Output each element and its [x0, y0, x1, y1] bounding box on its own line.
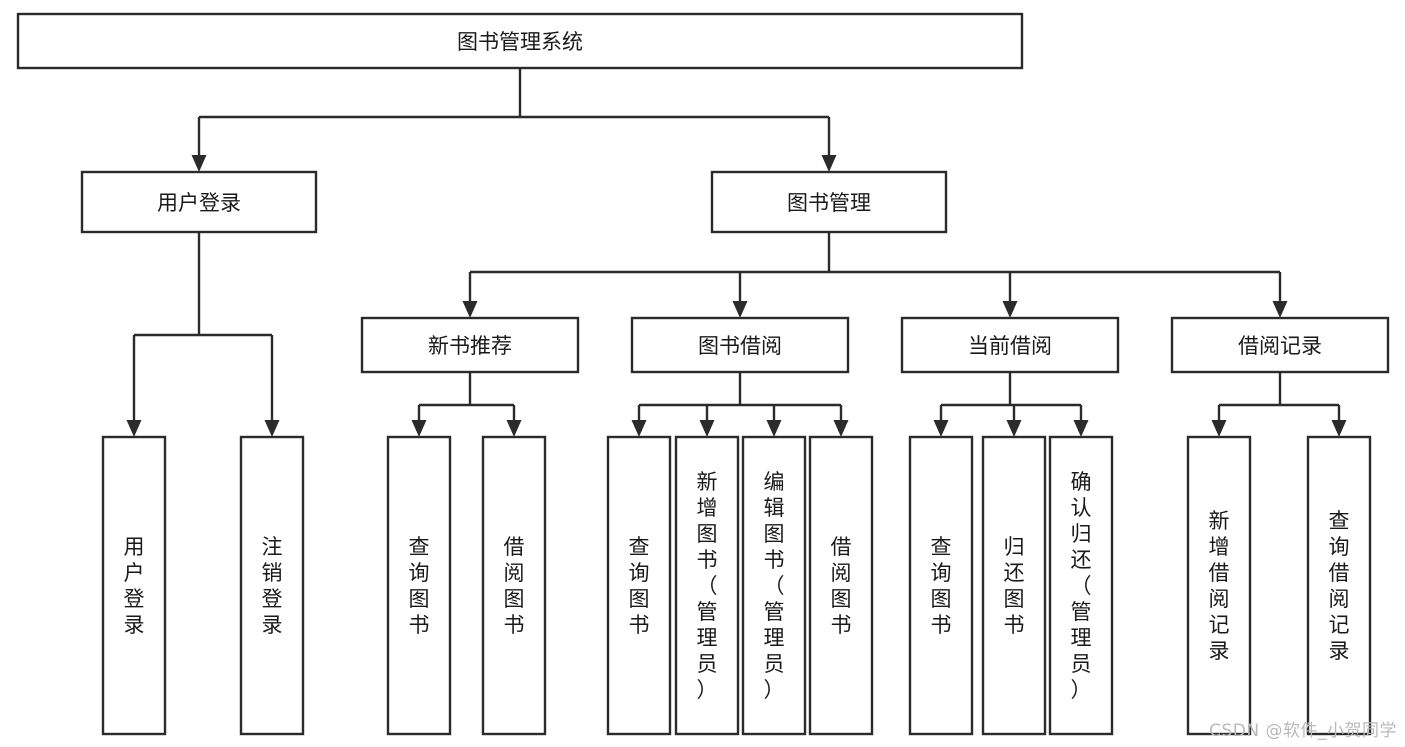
- arrow-head-icon: [126, 420, 142, 437]
- csdn-watermark: CSDN @软件_小贺同学: [1209, 721, 1397, 741]
- node-add-borrow-record[interactable]: 新增借阅记录: [1186, 435, 1252, 736]
- node-box[interactable]: [80, 170, 318, 234]
- node-box[interactable]: [908, 435, 974, 736]
- arrow-head-icon: [933, 420, 949, 437]
- node-box[interactable]: [360, 316, 580, 374]
- node-borrow-records[interactable]: 借阅记录: [1170, 316, 1390, 374]
- node-label: 借阅图书: [504, 535, 525, 637]
- node-label: 查询借阅记录: [1329, 509, 1350, 663]
- node-label: 编辑图书（管理员）: [764, 470, 785, 702]
- node-box[interactable]: [900, 316, 1120, 374]
- node-box[interactable]: [101, 435, 167, 736]
- node-borrow-book-2[interactable]: 借阅图书: [808, 435, 874, 736]
- node-return-book[interactable]: 归还图书: [981, 435, 1047, 736]
- node-label: 查询图书: [931, 535, 952, 637]
- node-edit-book-admin[interactable]: 编辑图书（管理员）: [741, 435, 807, 736]
- node-add-book-admin[interactable]: 新增图书（管理员）: [674, 435, 740, 736]
- node-box[interactable]: [1170, 316, 1390, 374]
- node-query-book-2[interactable]: 查询图书: [606, 435, 672, 736]
- node-query-book-1[interactable]: 查询图书: [386, 435, 452, 736]
- arrow-head-icon: [631, 420, 647, 437]
- node-label: 归还图书: [1004, 535, 1025, 637]
- node-new-book-recommend[interactable]: 新书推荐: [360, 316, 580, 374]
- node-query-book-3[interactable]: 查询图书: [908, 435, 974, 736]
- node-box[interactable]: [16, 12, 1024, 70]
- arrow-head-icon: [462, 301, 478, 318]
- node-label: 新书推荐: [428, 334, 512, 358]
- node-confirm-return-admin[interactable]: 确认归还（管理员）: [1048, 435, 1114, 736]
- node-box[interactable]: [386, 435, 452, 736]
- node-box[interactable]: [710, 170, 948, 234]
- arrow-head-icon: [506, 420, 522, 437]
- arrow-head-icon: [1006, 420, 1022, 437]
- node-label: 新增图书（管理员）: [697, 470, 718, 702]
- arrow-head-icon: [1211, 420, 1227, 437]
- node-book-management[interactable]: 图书管理: [710, 170, 948, 234]
- node-root[interactable]: 图书管理系统: [16, 12, 1024, 70]
- node-label: 图书借阅: [698, 334, 782, 358]
- arrow-head-icon: [732, 301, 748, 318]
- node-box[interactable]: [1186, 435, 1252, 736]
- node-box[interactable]: [981, 435, 1047, 736]
- node-label: 用户登录: [157, 191, 241, 215]
- node-label: 图书管理: [787, 191, 871, 215]
- node-box[interactable]: [1306, 435, 1372, 736]
- arrow-head-icon: [411, 420, 427, 437]
- node-label: 用户登录: [124, 535, 145, 637]
- node-box[interactable]: [1048, 435, 1114, 736]
- node-user-login-leaf[interactable]: 用户登录: [101, 435, 167, 736]
- node-book-borrow[interactable]: 图书借阅: [630, 316, 850, 374]
- node-label: 查询图书: [409, 535, 430, 637]
- node-box[interactable]: [239, 435, 305, 736]
- arrow-head-icon: [1002, 301, 1018, 318]
- node-query-borrow-record[interactable]: 查询借阅记录: [1306, 435, 1372, 736]
- node-label: 注销登录: [262, 535, 283, 637]
- arrow-head-icon: [1272, 301, 1288, 318]
- node-user-logout-leaf[interactable]: 注销登录: [239, 435, 305, 736]
- arrow-head-icon: [766, 420, 782, 437]
- arrow-head-icon: [833, 420, 849, 437]
- node-box[interactable]: [606, 435, 672, 736]
- node-label: 借阅记录: [1238, 334, 1322, 358]
- node-label: 新增借阅记录: [1209, 509, 1230, 663]
- arrow-head-icon: [821, 155, 837, 172]
- node-current-borrow[interactable]: 当前借阅: [900, 316, 1120, 374]
- node-label: 借阅图书: [831, 535, 852, 637]
- arrow-head-icon: [1073, 420, 1089, 437]
- arrow-head-icon: [264, 420, 280, 437]
- node-label: 查询图书: [629, 535, 650, 637]
- node-label: 确认归还（管理员）: [1071, 470, 1092, 702]
- node-box[interactable]: [808, 435, 874, 736]
- arrow-head-icon: [699, 420, 715, 437]
- node-layer: 图书管理系统用户登录用户登录注销登录图书管理新书推荐查询图书借阅图书图书借阅查询…: [16, 12, 1390, 736]
- node-box[interactable]: [481, 435, 547, 736]
- arrow-head-icon: [1331, 420, 1347, 437]
- node-box[interactable]: [674, 435, 740, 736]
- node-label: 当前借阅: [968, 334, 1052, 358]
- node-borrow-book-1[interactable]: 借阅图书: [481, 435, 547, 736]
- node-box[interactable]: [741, 435, 807, 736]
- node-user-login[interactable]: 用户登录: [80, 170, 318, 234]
- arrow-head-icon: [191, 155, 207, 172]
- node-box[interactable]: [630, 316, 850, 374]
- node-label: 图书管理系统: [457, 30, 583, 54]
- connector-layer: [126, 68, 1347, 437]
